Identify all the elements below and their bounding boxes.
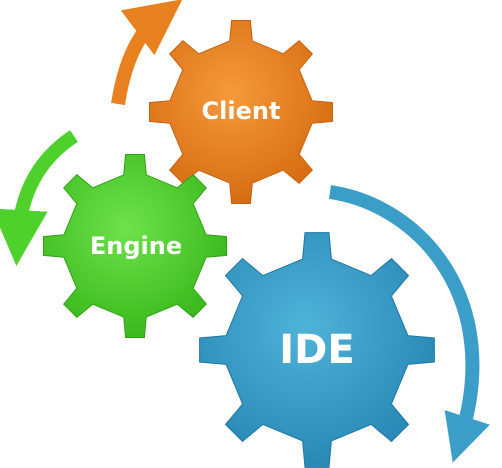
client-rotation-arrow xyxy=(111,0,183,106)
engine-rotation-arrow xyxy=(0,130,78,266)
engine-gear-label: Engine xyxy=(90,232,182,260)
client-gear-shape xyxy=(149,20,333,204)
client-gear: Client xyxy=(149,20,333,204)
ide-gear-label: IDE xyxy=(279,327,354,373)
ide-rotation-arrow xyxy=(328,185,490,463)
ide-gear: IDE xyxy=(199,232,435,468)
engine-gear: Engine xyxy=(43,154,227,338)
client-gear-label: Client xyxy=(202,97,281,125)
engine-gear-shape xyxy=(43,154,227,338)
ide-gear-shape xyxy=(199,232,435,468)
